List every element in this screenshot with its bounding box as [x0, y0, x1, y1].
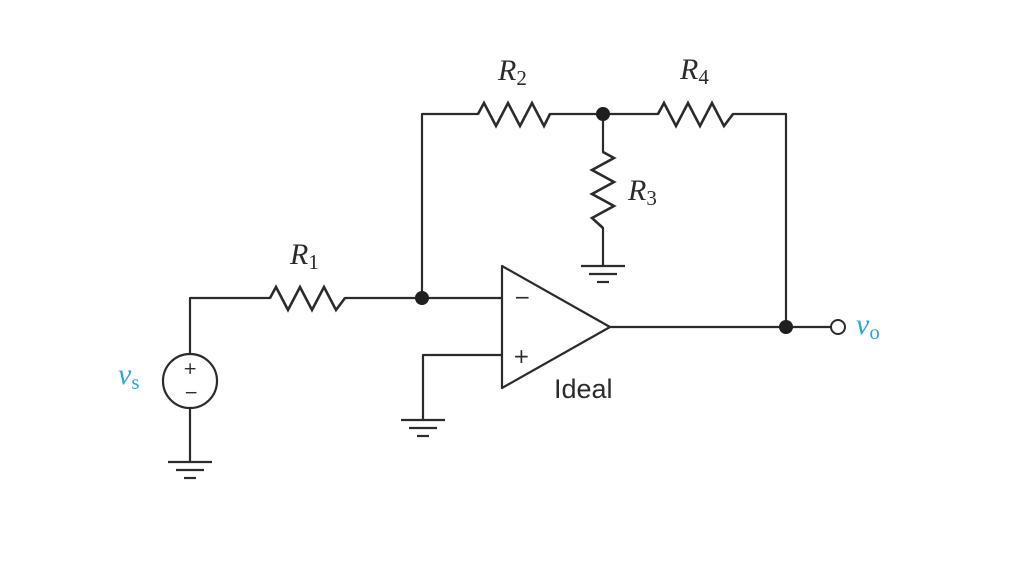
opamp-inverting-sign: −	[514, 285, 531, 309]
ground-icon-source	[168, 460, 212, 480]
ground-icon-r3	[581, 264, 625, 284]
label-r3: R3	[627, 174, 657, 210]
resistor-r4	[656, 100, 735, 129]
label-r4: R4	[679, 53, 709, 89]
ground-icon-noninverting	[401, 418, 445, 438]
resistor-r1	[268, 284, 347, 313]
wires	[188, 112, 834, 464]
label-vo: vo	[856, 308, 880, 344]
node-inverting-junction	[415, 291, 429, 305]
source-minus-sign: −	[184, 383, 198, 403]
wire-noninverting-to-ground	[421, 353, 504, 422]
node-output-junction	[779, 320, 793, 334]
opamp-noninverting-sign: +	[513, 344, 530, 368]
resistor-r2	[476, 100, 552, 129]
wire-node-a-to-r2	[420, 112, 480, 300]
wire-r4-to-output	[731, 112, 788, 329]
label-vs: vs	[118, 358, 140, 394]
voltage-source-circle	[161, 352, 219, 410]
label-r1: R1	[289, 238, 319, 274]
opamp-label: Ideal	[554, 374, 613, 404]
label-r2: R2	[497, 54, 527, 90]
output-terminal	[830, 319, 846, 335]
source-plus-sign: +	[183, 359, 197, 379]
opamp-triangle	[500, 264, 612, 390]
wire-source-to-r1	[188, 296, 272, 356]
resistor-r3	[589, 150, 617, 229]
node-r2-r3-r4-junction	[596, 107, 610, 121]
